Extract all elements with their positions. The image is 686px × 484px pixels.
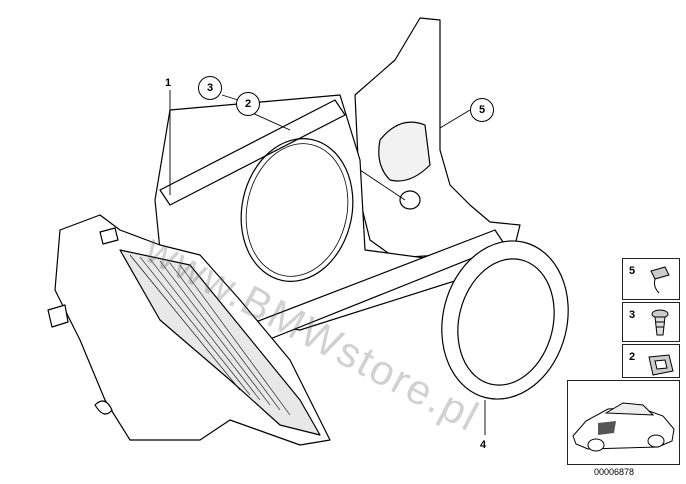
car-icon	[572, 402, 675, 452]
drawing-number: 00006878	[594, 467, 635, 477]
speaker-ring-inner	[457, 258, 555, 386]
pillar-recess	[378, 121, 431, 182]
hook-clip	[94, 400, 113, 415]
pillar-trim	[354, 17, 521, 259]
legend-number: 5	[629, 265, 636, 277]
callout-2: 2	[236, 92, 260, 116]
legend-item-5: 5	[622, 258, 680, 300]
callout-3: 3	[198, 76, 222, 100]
legend-number: 3	[629, 309, 636, 321]
speaker-opening	[240, 138, 354, 282]
tab-clip	[47, 304, 69, 328]
callout-4: 4	[480, 439, 487, 451]
pillar-fastener	[399, 190, 421, 210]
vehicle-overview	[567, 380, 680, 465]
callout-1: 1	[165, 77, 172, 89]
top-strip	[159, 99, 346, 206]
grommet-icon	[648, 354, 674, 376]
expanding-rivet-icon	[651, 309, 669, 336]
legend-item-3: 3	[622, 302, 680, 342]
top-clip	[99, 227, 119, 245]
clip-icon	[650, 266, 670, 294]
legend-item-2: 2	[622, 344, 680, 378]
ribbed-area	[119, 249, 321, 436]
callout-5: 5	[470, 98, 494, 122]
legend-number: 2	[629, 351, 636, 363]
